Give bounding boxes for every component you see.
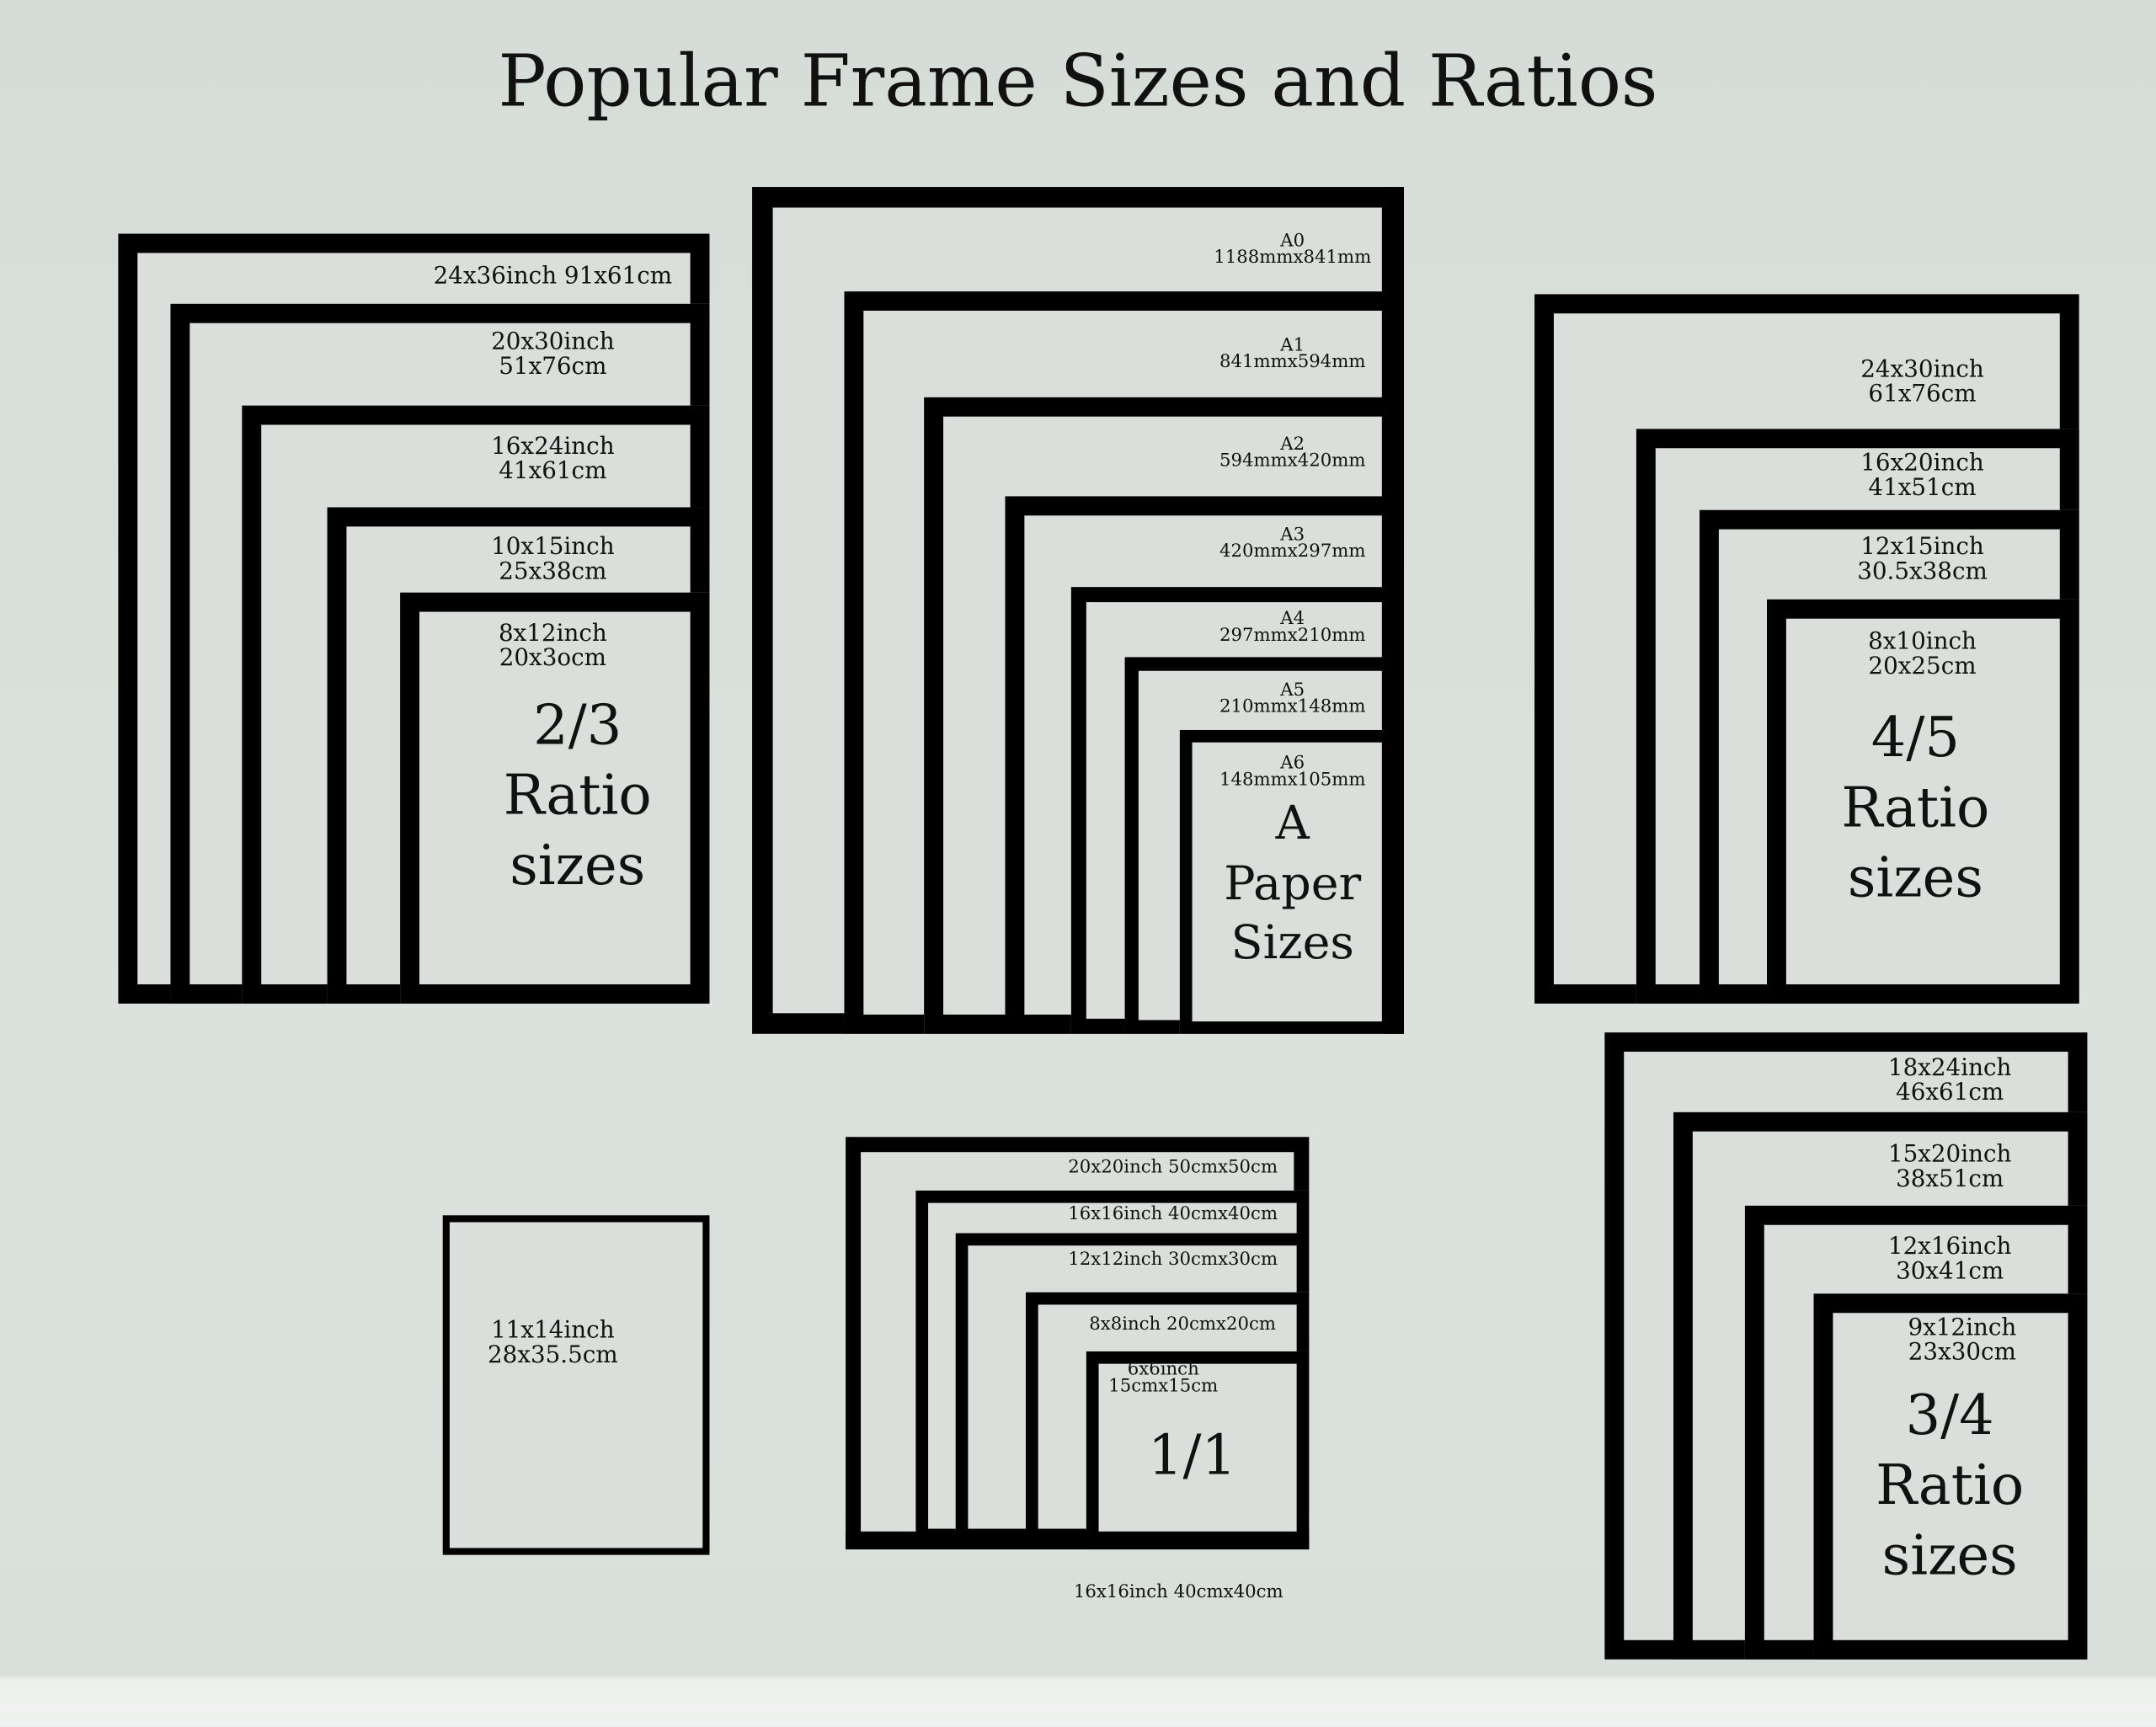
frame-9x12 (1813, 1293, 2088, 1660)
label-20x20: 20x20inch 50cmx50cm (1068, 1157, 1278, 1179)
page-title: Popular Frame Sizes and Ratios (498, 40, 1658, 124)
frame-8x10 (1767, 599, 2079, 1004)
frame-edge (1381, 187, 1404, 1034)
label-24x36: 24x36inch 91x61cm (433, 262, 673, 290)
caption-ratio-1-1: 1/1 (1147, 1424, 1237, 1488)
label-12x12: 12x12inch 30cmx30cm (1068, 1250, 1278, 1271)
label-16x16: 16x16inch 40cmx40cm (1068, 1204, 1278, 1225)
frame-8x12 (400, 592, 710, 1004)
label-8x8: 8x8inch 20cmx20cm (1089, 1314, 1277, 1335)
frame-11x14 (442, 1215, 710, 1555)
frame-edge (846, 1531, 1310, 1550)
caption-below: 16x16inch 40cmx40cm (1073, 1582, 1283, 1603)
